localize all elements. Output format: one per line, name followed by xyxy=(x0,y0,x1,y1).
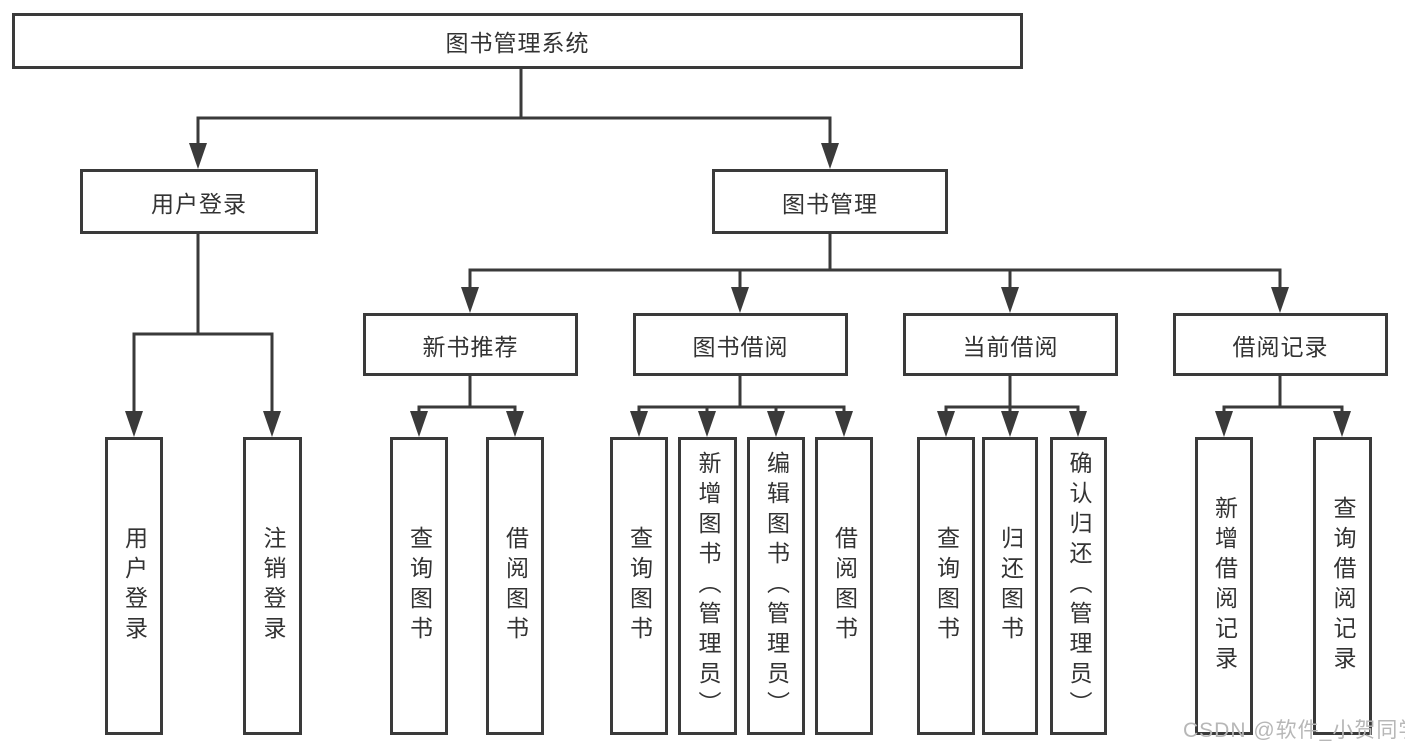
arrowhead xyxy=(821,143,839,169)
node-borrow-records: 借阅记录 xyxy=(1173,313,1388,376)
leaf-label: 注销登录 xyxy=(260,526,286,646)
leaf-label: 新增图书（管理员） xyxy=(695,451,721,721)
leaf-label: 查询借阅记录 xyxy=(1330,496,1356,676)
leaf-query-books-2: 查询图书 xyxy=(610,437,668,735)
leaf-query-books-1: 查询图书 xyxy=(390,437,448,735)
leaf-label: 查询图书 xyxy=(406,526,433,646)
leaf-borrow-books-1: 借阅图书 xyxy=(486,437,544,735)
leaf-label: 查询图书 xyxy=(626,526,653,646)
arrowhead xyxy=(767,411,785,437)
arrowhead xyxy=(630,411,648,437)
arrowhead xyxy=(506,411,524,437)
node-book-borrow: 图书借阅 xyxy=(633,313,848,376)
leaf-add-books-admin: 新增图书（管理员） xyxy=(678,437,737,735)
arrowhead xyxy=(1333,411,1351,437)
leaf-label: 用户登录 xyxy=(121,526,148,646)
arrowhead xyxy=(1271,287,1289,313)
leaf-borrow-books-2: 借阅图书 xyxy=(815,437,873,735)
leaf-label: 确认归还（管理员） xyxy=(1066,451,1092,721)
arrowhead xyxy=(189,143,207,169)
leaf-label: 查询图书 xyxy=(933,526,960,646)
leaf-label: 编辑图书（管理员） xyxy=(763,451,790,721)
node-book-management: 图书管理 xyxy=(712,169,948,234)
leaf-label: 借阅图书 xyxy=(502,526,529,646)
leaf-return-books: 归还图书 xyxy=(982,437,1038,735)
leaf-label: 归还图书 xyxy=(997,526,1024,646)
arrowheads xyxy=(125,143,1351,437)
arrowhead xyxy=(125,411,143,437)
arrowhead xyxy=(698,411,716,437)
node-new-book-recommend: 新书推荐 xyxy=(363,313,578,376)
arrowhead xyxy=(835,411,853,437)
leaf-label: 新增借阅记录 xyxy=(1211,496,1238,676)
leaf-query-books-3: 查询图书 xyxy=(917,437,975,735)
arrowhead xyxy=(461,287,479,313)
arrowhead xyxy=(1215,411,1233,437)
node-current-borrow: 当前借阅 xyxy=(903,313,1118,376)
arrowhead xyxy=(937,411,955,437)
connector-lines xyxy=(132,66,1344,414)
leaf-add-borrow-record: 新增借阅记录 xyxy=(1195,437,1253,735)
csdn-watermark: CSDN @软件_小贺同学 xyxy=(1183,719,1405,742)
arrowhead xyxy=(410,411,428,437)
node-user-login: 用户登录 xyxy=(80,169,318,234)
arrowhead xyxy=(731,287,749,313)
leaf-label: 借阅图书 xyxy=(831,526,858,646)
arrowhead xyxy=(1069,411,1087,437)
node-root-library-management-system: 图书管理系统 xyxy=(12,13,1023,69)
arrowhead xyxy=(1001,411,1019,437)
leaf-logout: 注销登录 xyxy=(243,437,302,735)
arrowhead xyxy=(263,411,281,437)
leaf-edit-books-admin: 编辑图书（管理员） xyxy=(747,437,805,735)
leaf-query-borrow-record: 查询借阅记录 xyxy=(1313,437,1372,735)
leaf-user-login: 用户登录 xyxy=(105,437,163,735)
arrowhead xyxy=(1001,287,1019,313)
leaf-confirm-return-admin: 确认归还（管理员） xyxy=(1050,437,1107,735)
